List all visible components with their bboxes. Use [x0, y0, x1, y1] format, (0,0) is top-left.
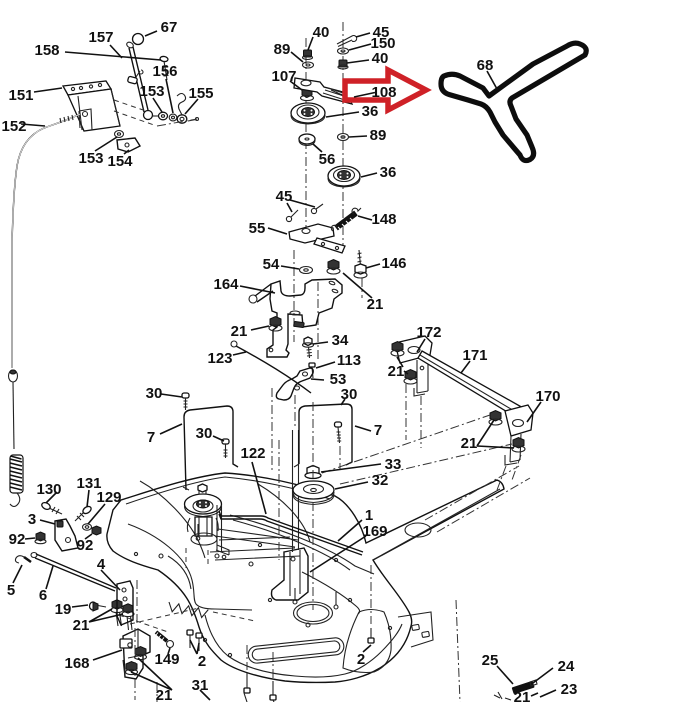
svg-text:21: 21 [367, 296, 384, 313]
svg-text:34: 34 [332, 332, 349, 349]
svg-text:53: 53 [330, 371, 347, 388]
svg-text:40: 40 [372, 50, 389, 67]
svg-text:152: 152 [1, 118, 26, 135]
svg-text:21: 21 [514, 689, 531, 702]
svg-text:24: 24 [558, 658, 575, 675]
svg-text:123: 123 [207, 350, 232, 367]
svg-text:7: 7 [147, 429, 155, 446]
svg-text:171: 171 [462, 347, 487, 364]
svg-text:108: 108 [371, 84, 396, 101]
svg-text:150: 150 [370, 35, 395, 52]
svg-text:129: 129 [96, 489, 121, 506]
svg-text:153: 153 [78, 150, 103, 167]
svg-text:55: 55 [249, 220, 266, 237]
svg-text:3: 3 [28, 511, 36, 528]
svg-text:30: 30 [341, 386, 358, 403]
svg-text:33: 33 [385, 456, 402, 473]
svg-text:107: 107 [271, 68, 296, 85]
svg-text:21: 21 [388, 363, 405, 380]
svg-text:36: 36 [380, 164, 397, 181]
svg-text:5: 5 [7, 582, 15, 599]
svg-text:92: 92 [9, 531, 26, 548]
svg-text:157: 157 [88, 29, 113, 46]
svg-text:4: 4 [97, 556, 106, 573]
svg-text:21: 21 [231, 323, 248, 340]
svg-text:23: 23 [561, 681, 578, 698]
svg-text:2: 2 [357, 651, 365, 668]
svg-text:92: 92 [77, 537, 94, 554]
svg-text:30: 30 [146, 385, 163, 402]
svg-text:153: 153 [139, 83, 164, 100]
svg-text:68: 68 [477, 57, 494, 74]
svg-text:113: 113 [337, 352, 361, 369]
svg-text:130: 130 [36, 481, 61, 498]
svg-text:122: 122 [240, 445, 265, 462]
svg-text:30: 30 [196, 425, 213, 442]
svg-text:45: 45 [276, 188, 293, 205]
svg-text:168: 168 [64, 655, 89, 672]
svg-text:151: 151 [8, 87, 33, 104]
svg-text:155: 155 [188, 85, 213, 102]
svg-text:172: 172 [416, 324, 441, 341]
svg-text:1: 1 [365, 507, 373, 524]
svg-text:6: 6 [39, 587, 47, 604]
svg-text:19: 19 [55, 601, 72, 618]
svg-text:149: 149 [154, 651, 179, 668]
svg-text:32: 32 [372, 472, 389, 489]
svg-text:56: 56 [319, 151, 336, 168]
svg-text:36: 36 [362, 103, 379, 120]
svg-text:148: 148 [371, 211, 396, 228]
svg-text:89: 89 [370, 127, 387, 144]
svg-text:146: 146 [381, 255, 406, 272]
svg-text:89: 89 [274, 41, 291, 58]
svg-text:21: 21 [461, 435, 478, 452]
svg-text:170: 170 [535, 388, 560, 405]
svg-text:169: 169 [362, 523, 387, 540]
svg-text:25: 25 [482, 652, 499, 669]
svg-text:67: 67 [161, 19, 178, 36]
svg-text:164: 164 [213, 276, 239, 293]
svg-text:54: 54 [263, 256, 280, 273]
svg-text:40: 40 [313, 24, 330, 41]
svg-text:131: 131 [76, 475, 101, 492]
svg-text:2: 2 [198, 653, 206, 670]
svg-text:156: 156 [152, 63, 177, 80]
svg-text:154: 154 [107, 153, 133, 170]
svg-text:158: 158 [34, 42, 59, 59]
svg-text:7: 7 [374, 422, 382, 439]
svg-text:31: 31 [192, 677, 209, 694]
svg-text:21: 21 [73, 617, 90, 634]
svg-text:21: 21 [156, 687, 173, 702]
svg-text:45: 45 [373, 24, 390, 41]
